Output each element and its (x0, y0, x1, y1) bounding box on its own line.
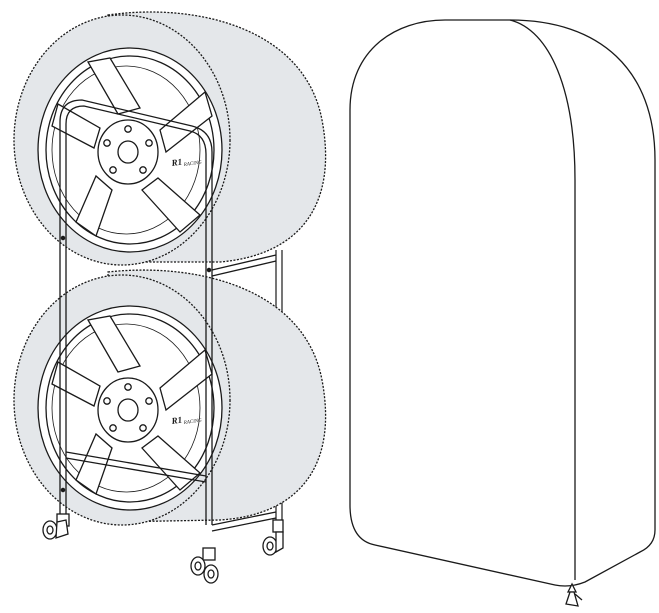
lower-wheel-brand: R1 (170, 415, 183, 427)
rack-front-frame (59, 99, 277, 532)
cover-seam (509, 19, 576, 580)
upper-spokes (51, 57, 213, 238)
lower-lug-nuts (103, 383, 153, 432)
upper-tire: R1 RACING (13, 11, 327, 266)
caster-back-right (262, 519, 284, 556)
upper-rim-depth (51, 65, 201, 235)
caster-front-right (190, 547, 219, 584)
cover-zipper-pull (565, 582, 583, 607)
tire-cover (349, 19, 656, 607)
upper-rim-inner (45, 55, 215, 245)
upper-center-cap (117, 140, 139, 164)
lower-rim-depth (51, 323, 201, 493)
cover-body (349, 19, 656, 587)
caster-front-left (42, 513, 70, 540)
lower-tire: R1 RACING (13, 269, 327, 526)
upper-wheel-brand: R1 (170, 157, 183, 169)
lower-wheel-brand-sub: RACING (183, 418, 203, 426)
tire-rack: R1 RACING (13, 11, 327, 584)
rack-casters (42, 513, 284, 584)
lower-center-cap (117, 398, 139, 422)
upper-lug-nuts (103, 125, 153, 174)
upper-wheel-brand-sub: RACING (183, 160, 203, 168)
lower-spokes (51, 315, 213, 496)
lower-rim-inner (45, 313, 215, 503)
